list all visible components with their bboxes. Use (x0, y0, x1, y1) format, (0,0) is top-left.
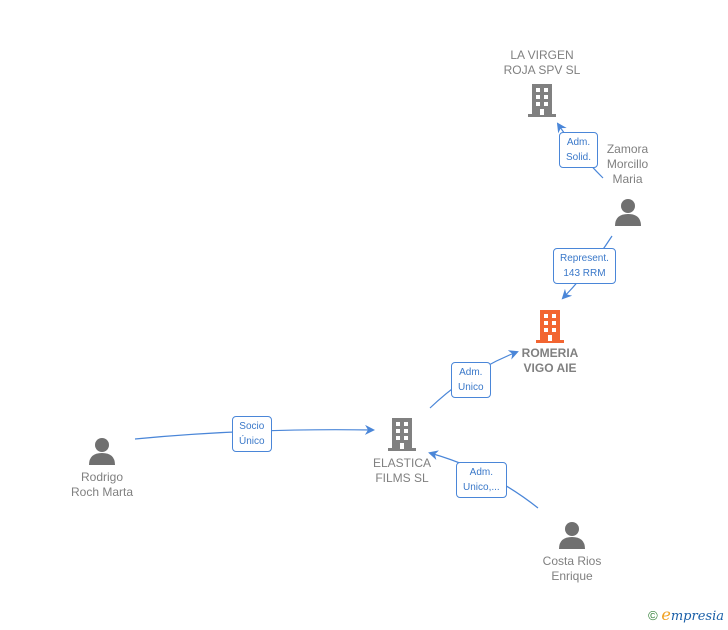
node-elastica-films-sl[interactable]: ELASTICA FILMS SL (352, 416, 452, 486)
edge-label-line: Adm. (566, 137, 591, 148)
edge-label-line: Unico (458, 382, 484, 393)
label-line: Zamora (606, 142, 649, 156)
edge-label-line: Represent. (560, 253, 609, 264)
empresia-copyright: © empresia (648, 605, 724, 624)
edge-label-adm-unico-etc[interactable]: Adm. Unico,... (456, 462, 507, 498)
person-icon (614, 199, 641, 226)
node-label: ELASTICA FILMS SL (352, 456, 452, 486)
edge-label-line: Socio (239, 421, 265, 432)
edge-label-adm-unico[interactable]: Adm. Unico (451, 362, 491, 398)
edge-label-represent[interactable]: Represent. 143 RRM (553, 248, 616, 284)
node-zamora-morcillo-maria[interactable]: Zamora Morcillo Maria (595, 142, 660, 227)
node-rodrigo-roch-marta[interactable]: Rodrigo Roch Marta (52, 436, 152, 500)
label-line: Maria (612, 172, 643, 186)
label-line: Rodrigo (80, 470, 124, 484)
label-line: Morcillo (606, 157, 649, 171)
label-line: Costa Rios (542, 554, 602, 568)
node-la-virgen-roja[interactable]: LA VIRGEN ROJA SPV SL (492, 48, 592, 118)
edge-label-line: 143 RRM (563, 268, 606, 279)
edge-label-line: Adm. (469, 467, 494, 478)
edge-label-line: Único (239, 436, 265, 447)
building-icon-highlighted (536, 310, 564, 343)
label-line: ELASTICA (372, 456, 432, 470)
building-icon (528, 84, 556, 117)
edge-label-line: Solid. (566, 152, 592, 163)
node-label: ROMERIA VIGO AIE (500, 346, 600, 376)
edge-label-adm-solid[interactable]: Adm. Solid. (559, 132, 599, 168)
node-label: LA VIRGEN ROJA SPV SL (492, 48, 592, 78)
label-line: Roch Marta (70, 485, 134, 499)
empresia-logo: empresia (661, 605, 724, 624)
label-line: LA VIRGEN (510, 48, 574, 62)
node-label: Zamora Morcillo Maria (595, 142, 660, 187)
person-icon (89, 438, 115, 465)
label-line: ROMERIA (521, 346, 579, 360)
person-icon (559, 522, 585, 549)
node-label: Costa Rios Enrique (522, 554, 622, 584)
label-line: VIGO AIE (523, 361, 577, 375)
edge-label-line: Adm. (459, 367, 483, 378)
copyright-icon: © (648, 608, 658, 623)
building-icon (388, 418, 416, 451)
node-romeria-vigo-aie[interactable]: ROMERIA VIGO AIE (500, 308, 600, 376)
logo-initial: e (661, 605, 671, 624)
label-line: Enrique (551, 569, 593, 583)
label-line: FILMS SL (375, 471, 429, 485)
edge-label-line: Unico,... (463, 482, 500, 493)
node-label: Rodrigo Roch Marta (52, 470, 152, 500)
edge-label-socio-unico[interactable]: Socio Único (232, 416, 272, 452)
node-costa-rios-enrique[interactable]: Costa Rios Enrique (522, 520, 622, 584)
label-line: ROJA SPV SL (503, 63, 581, 77)
logo-text: mpresia (670, 609, 724, 624)
